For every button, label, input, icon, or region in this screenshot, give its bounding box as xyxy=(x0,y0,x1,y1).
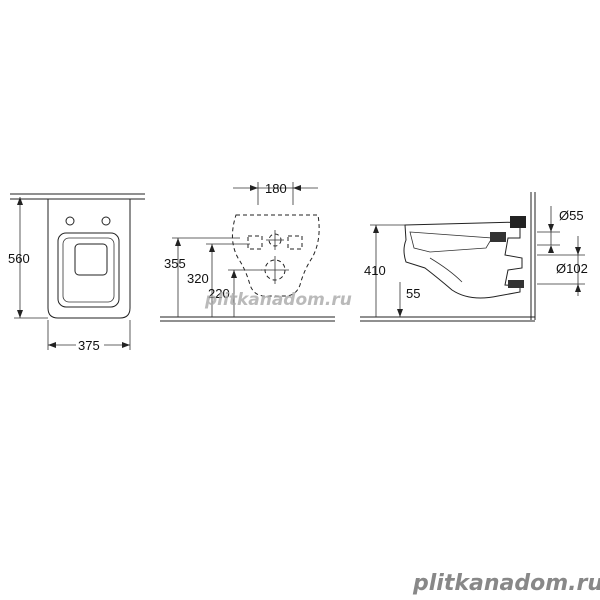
arrow-560-top xyxy=(17,197,23,205)
dim-d102-label: Ø102 xyxy=(556,261,588,276)
dim-180-label: 180 xyxy=(265,181,287,196)
arrow-220 xyxy=(231,270,237,278)
hinge-left xyxy=(65,216,75,226)
toilet-side-rim xyxy=(409,231,493,253)
fixing-stud-left xyxy=(247,235,263,250)
toilet-seat xyxy=(57,232,120,308)
bowl-dashed-outline xyxy=(232,214,320,297)
arrow-560-bottom xyxy=(17,310,23,318)
dim-375-label: 375 xyxy=(78,338,100,353)
wall-view: 180 355 320 220 xyxy=(160,181,335,322)
arrow-d102-b xyxy=(575,284,581,292)
dim-355-label: 355 xyxy=(164,256,186,271)
watermark-bottom: plitkanadom.ru xyxy=(412,571,600,596)
dim-320-label: 320 xyxy=(187,271,209,286)
arrow-375-left xyxy=(48,342,56,348)
hinge-right xyxy=(101,216,111,226)
arrow-d55-b xyxy=(548,245,554,253)
seat-hinge-side xyxy=(510,216,526,228)
inlet-connector xyxy=(490,232,506,242)
top-view: 560 375 xyxy=(8,193,145,353)
arrow-180-right xyxy=(293,185,301,191)
outlet-connector xyxy=(508,280,524,288)
dim-410-label: 410 xyxy=(364,263,386,278)
toilet-bowl xyxy=(62,237,115,303)
dim-220-label: 220 xyxy=(208,286,230,301)
arrow-410 xyxy=(373,225,379,233)
dim-560-label: 560 xyxy=(8,251,30,266)
fixing-stud-right xyxy=(287,235,303,250)
arrow-355 xyxy=(175,238,181,246)
toilet-top-outline xyxy=(47,198,131,319)
watermark-center: plitkanadom.ru xyxy=(204,290,352,310)
arrow-d102-a xyxy=(575,247,581,255)
arrow-55 xyxy=(397,309,403,317)
bowl-opening xyxy=(74,243,108,276)
dim-55-label: 55 xyxy=(406,286,420,301)
arrow-375-right xyxy=(122,342,130,348)
arrow-320 xyxy=(209,244,215,252)
arrow-d55-a xyxy=(548,224,554,232)
dim-d55-label: Ø55 xyxy=(559,208,584,223)
side-view: 410 55 Ø55 Ø102 xyxy=(360,192,588,322)
toilet-side-outline xyxy=(403,221,523,299)
arrow-180-left xyxy=(250,185,258,191)
toilet-side-trap xyxy=(429,257,463,283)
